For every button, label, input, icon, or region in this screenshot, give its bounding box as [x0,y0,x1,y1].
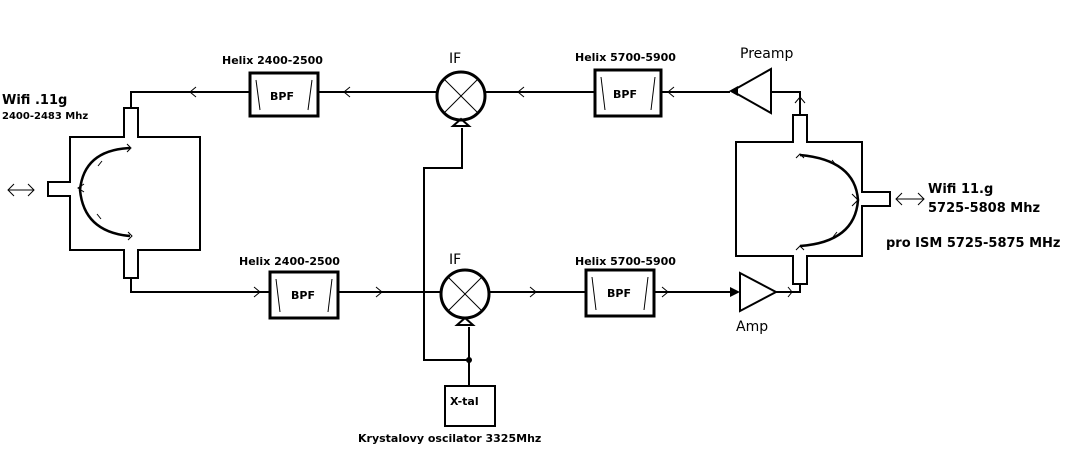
bpf-top-left [248,71,320,118]
preamp-triangle-amplifier-icon [729,67,772,115]
filter-title-top-right: Helix 5700-5900 [575,51,676,64]
filter-title-top-left: Helix 2400-2500 [222,54,323,67]
top-path-wires [130,86,806,115]
left-port-double-arrow-icon [7,183,35,197]
ism-note: pro ISM 5725-5875 MHz [886,236,1061,251]
bpf-top-right [593,68,663,118]
right-circulator [735,114,891,285]
xtal-label: X-tal [450,395,479,408]
xtal-caption: Krystalovy oscilator 3325Mhz [358,432,541,445]
bpf-bottom-right [584,268,656,318]
wifi-left-range: 2400-2483 Mhz [2,111,88,122]
right-port-double-arrow-icon [895,192,925,206]
lo-wires [423,128,472,386]
filter-title-bottom-right: Helix 5700-5900 [575,255,676,268]
wifi-right-range: 5725-5808 Mhz [928,201,1040,216]
xtal-box [444,385,496,427]
if-top-label: IF [449,51,461,67]
wifi-right-title: Wifi 11.g [928,182,993,197]
amp-triangle-amplifier-icon [730,271,779,313]
if-bottom-label: IF [449,252,461,268]
bpf-label-top-left: BPF [270,90,294,103]
wifi-left-title: Wifi .11g [2,93,67,108]
left-circulator [47,107,201,279]
bpf-label-bottom-left: BPF [291,289,315,302]
filter-title-bottom-left: Helix 2400-2500 [239,255,340,268]
mixer-top [435,70,487,127]
amp-label: Amp [736,319,768,335]
mixer-bottom [439,268,491,326]
bpf-label-bottom-right: BPF [607,287,631,300]
preamp-label: Preamp [740,46,793,62]
bpf-label-top-right: BPF [613,88,637,101]
bpf-bottom-left [268,270,340,320]
